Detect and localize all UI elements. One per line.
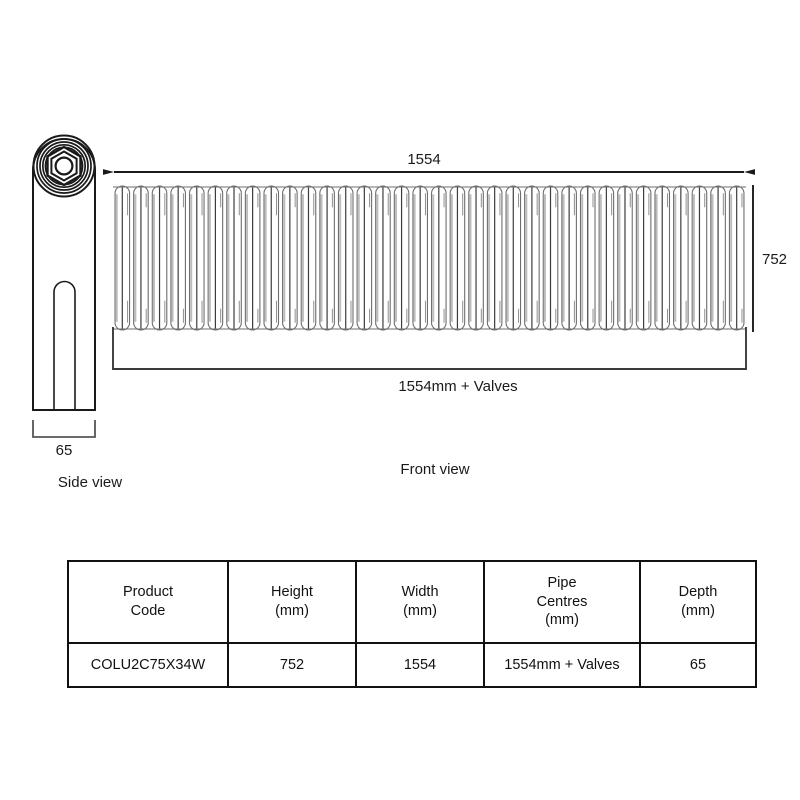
header-height: Height (mm) — [227, 560, 357, 644]
header-width-line2: (mm) — [403, 603, 437, 619]
pipe-centres-bracket — [112, 327, 747, 370]
front-view-width-value: 1554 — [407, 151, 440, 168]
value-product-code: COLU2C75X34W — [67, 642, 229, 688]
side-view-depth-value: 65 — [56, 442, 73, 459]
front-view-columns — [113, 185, 746, 331]
depth-dimension-bracket — [32, 420, 96, 438]
front-view-width-dimension: 1554 — [103, 151, 755, 175]
header-product-code: Product Code — [67, 560, 229, 644]
front-view-group: 1554 752 1554mm + Valves Front view — [103, 151, 787, 478]
side-view-label: Side view — [58, 474, 122, 491]
value-width: 1554 — [355, 642, 485, 688]
header-height-line2: (mm) — [275, 603, 309, 619]
header-pipe-centres: Pipe Centres (mm) — [483, 560, 641, 644]
spec-table: Product Code Height (mm) Width (mm) Pipe… — [67, 560, 757, 688]
header-width-line1: Width — [401, 584, 439, 601]
value-height: 752 — [227, 642, 357, 688]
header-pipe-centres-line2: Centres — [536, 593, 588, 610]
spec-table-header-row: Product Code Height (mm) Width (mm) Pipe… — [67, 560, 757, 644]
spec-table-value-row: COLU2C75X34W 752 1554 1554mm + Valves 65 — [67, 642, 757, 688]
header-height-line1: Height — [271, 584, 313, 601]
header-pipe-centres-line3: (mm) — [545, 612, 579, 629]
front-view-pipe-centres-dimension: 1554mm + Valves — [112, 327, 747, 395]
header-depth: Depth (mm) — [639, 560, 757, 644]
front-view-label: Front view — [400, 461, 469, 478]
side-view-depth-dimension: 65 — [32, 420, 96, 459]
front-view-pipe-centres-value: 1554mm + Valves — [398, 378, 517, 395]
header-depth-line1: Depth — [678, 584, 718, 601]
value-pipe-centres: 1554mm + Valves — [483, 642, 641, 688]
value-depth: 65 — [639, 642, 757, 688]
side-view-inner-slot-right — [53, 280, 76, 410]
header-product-code-line1: Product — [123, 584, 173, 601]
side-view-group: 65 Side view — [32, 134, 122, 491]
header-depth-line2: (mm) — [681, 603, 715, 619]
header-product-code-line2: Code — [130, 603, 166, 619]
front-view-height-value: 752 — [762, 251, 787, 268]
spec-table-container: Product Code Height (mm) Width (mm) Pipe… — [67, 560, 757, 688]
header-pipe-centres-line1: Pipe — [547, 575, 577, 592]
header-width: Width (mm) — [355, 560, 485, 644]
front-view-height-dimension: 752 — [752, 185, 787, 332]
side-view-hex-nut — [46, 145, 82, 187]
